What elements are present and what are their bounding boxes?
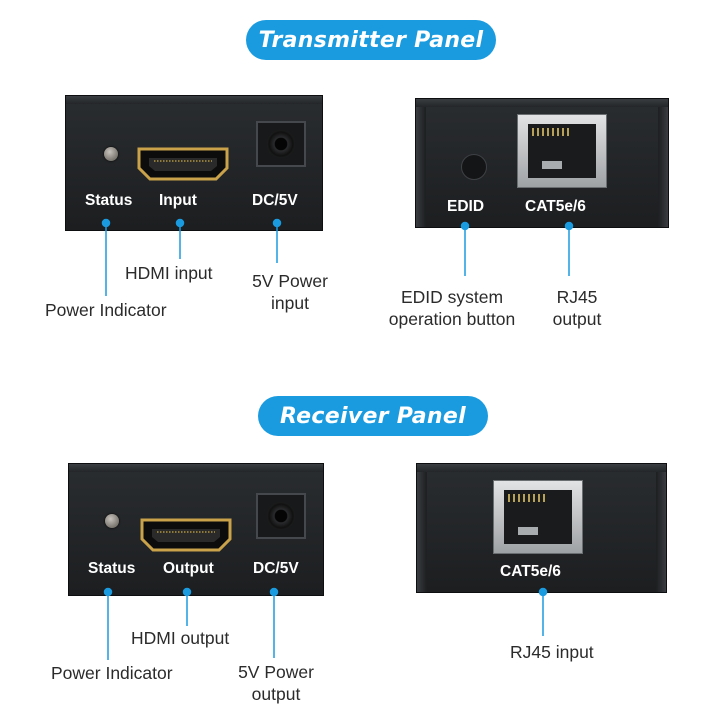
status-label: Status [88,560,136,577]
transmitter-panel-title: Transmitter Panel [246,20,496,60]
rj45-output-callout: RJ45 output [542,286,612,330]
cat5e6-label: CAT5e/6 [525,198,586,215]
dc-jack-socket [267,130,295,158]
rj45-input-callout: RJ45 input [510,642,594,662]
dc-power-jack [256,493,306,539]
input-label: Input [159,192,197,209]
panel-bevel [417,464,666,472]
cat5e6-label: CAT5e/6 [500,563,561,580]
power-input-line1: 5V Power [252,271,328,291]
edid-button[interactable] [461,154,487,180]
panel-bevel [69,464,323,472]
edid-callout-line1: EDID system [400,287,504,307]
rj45-port-icon [493,480,583,554]
rj45-latch [518,527,538,535]
rj45-latch [542,161,562,169]
power-output-callout: 5V Power output [228,661,324,705]
rj45-output-line2: output [552,309,602,329]
rj45-port-icon [517,114,607,188]
receiver-panel-title: Receiver Panel [258,396,488,436]
transmitter-back-panel: EDID CAT5e/6 [415,98,669,228]
panel-edge-left [417,464,427,592]
dc-5v-label: DC/5V [253,560,299,577]
status-led [105,514,119,528]
output-label: Output [163,560,214,577]
hdmi-port-icon [140,518,232,552]
panel-bevel [416,99,668,107]
power-output-line1: 5V Power [238,662,314,682]
dc-power-jack [256,121,306,167]
transmitter-front-panel: Status Input DC/5V [65,95,323,231]
power-input-callout: 5V Power input [242,270,338,314]
hdmi-port-icon [137,147,229,181]
panel-edge-right [658,99,668,227]
receiver-front-panel: Status Output DC/5V [68,463,324,596]
hdmi-output-callout: HDMI output [131,628,230,648]
rj45-pins [508,494,548,502]
receiver-back-panel: CAT5e/6 [416,463,667,593]
status-label: Status [85,192,133,209]
power-indicator-callout: Power Indicator [51,663,173,683]
dc-jack-socket [267,502,295,530]
panel-edge-right [656,464,666,592]
edid-callout-line2: operation button [388,309,516,329]
rj45-output-line1: RJ45 [556,287,598,307]
edid-button-callout: EDID system operation button [378,286,526,330]
power-output-line2: output [251,684,301,704]
power-indicator-callout: Power Indicator [45,300,167,320]
status-led [104,147,118,161]
power-input-line2: input [271,293,309,313]
dc-5v-label: DC/5V [252,192,298,209]
panel-edge-left [416,99,426,227]
hdmi-input-callout: HDMI input [125,263,213,283]
rj45-pins [532,128,572,136]
panel-bevel [66,96,322,104]
edid-label: EDID [447,198,485,215]
